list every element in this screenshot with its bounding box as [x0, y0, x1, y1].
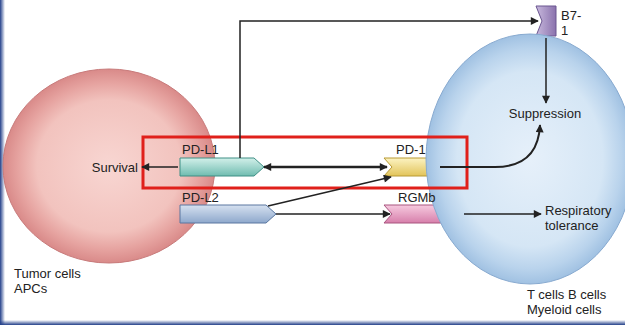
molecule-label: RGMb — [398, 190, 436, 205]
binding-arrow — [268, 177, 391, 206]
binding-arrow — [240, 21, 538, 158]
molecule-shape — [180, 158, 264, 176]
ligand-pd-l1: PD-L1 — [180, 158, 264, 176]
molecule-label: PD-1 — [396, 142, 426, 157]
suppression-arrow — [545, 38, 547, 103]
molecule-label: B7-1 — [561, 8, 581, 38]
slide-frame — [0, 320, 625, 325]
outcome-label: Survival — [86, 160, 138, 175]
binding-arrow — [264, 166, 387, 169]
outcome-label: Respiratory tolerance — [545, 203, 619, 233]
molecule-label: PD-L1 — [182, 142, 219, 157]
suppression-arrow — [440, 125, 540, 167]
ligand-pd-l2: PD-L2 — [180, 205, 276, 223]
binding-arrow — [276, 213, 390, 215]
cell-label: T cells B cells Myeloid cells — [527, 287, 617, 317]
cell-label: Tumor cells APCs — [14, 266, 86, 296]
highlight-box — [143, 137, 467, 188]
molecule-shape — [180, 205, 276, 223]
tolerance-arrow — [464, 213, 541, 215]
molecule-label: PD-L2 — [182, 190, 219, 205]
molecule-shape — [536, 6, 556, 36]
receptor-b7-1: B7-1 — [536, 6, 556, 36]
survival-arrow — [142, 166, 178, 168]
outcome-label: Suppression — [505, 106, 585, 121]
